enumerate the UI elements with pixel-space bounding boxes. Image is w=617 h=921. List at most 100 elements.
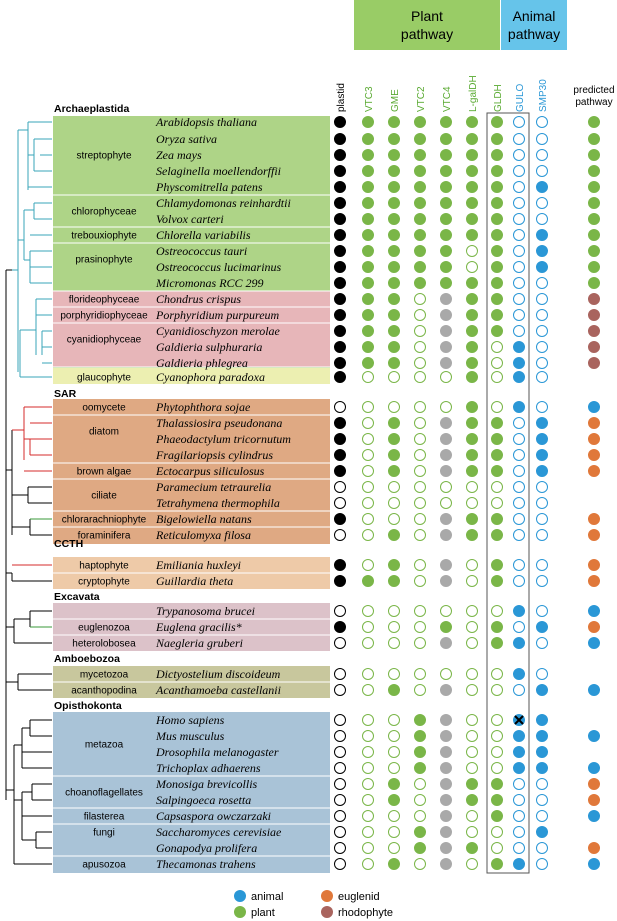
dot-smp30 [536, 637, 548, 649]
group-label: Opisthokonta [54, 700, 122, 712]
dot-gulo [513, 401, 525, 413]
species-label: Monosiga brevicollis [155, 777, 258, 791]
dot-smp30 [536, 810, 548, 822]
dot-gldh [491, 730, 503, 742]
dot-vtc3 [362, 668, 374, 680]
dot-plastid [334, 481, 346, 493]
dot-pred [588, 309, 600, 321]
dot-vtc3 [362, 858, 374, 870]
plant-pathway-title-2: pathway [401, 26, 453, 42]
dot-pred [588, 842, 600, 854]
dot-gldh [491, 794, 503, 806]
dot-smp30 [536, 762, 548, 774]
dot-gldh [491, 433, 503, 445]
dot-pred [588, 116, 600, 128]
dot-gldh [491, 605, 503, 617]
clade-label: streptophyte [76, 151, 131, 162]
group-label: SAR [54, 388, 77, 400]
dot-plastid [334, 116, 346, 128]
dot-vtc2 [414, 197, 426, 209]
dot-gme [388, 149, 400, 161]
dot-lgaldh [466, 309, 478, 321]
dot-vtc2 [414, 621, 426, 633]
clade-label: choanoflagellates [65, 788, 143, 799]
dot-vtc3 [362, 417, 374, 429]
dot-gulo [513, 371, 525, 383]
dot-gulo [513, 181, 525, 193]
dot-gldh [491, 133, 503, 145]
dot-lgaldh [466, 229, 478, 241]
group-label: CCTH [54, 538, 83, 550]
dot-vtc4 [440, 277, 452, 289]
dot-gme [388, 762, 400, 774]
species-label: Thecamonas trahens [156, 857, 256, 871]
dot-gulo [513, 309, 525, 321]
dot-gme [388, 325, 400, 337]
dot-gme [388, 116, 400, 128]
dot-vtc3 [362, 116, 374, 128]
dot-vtc2 [414, 668, 426, 680]
col-header-gulo: GULO [515, 83, 526, 112]
dot-vtc4 [440, 559, 452, 571]
dot-gme [388, 810, 400, 822]
dot-gldh [491, 116, 503, 128]
dot-gldh [491, 481, 503, 493]
dot-lgaldh [466, 605, 478, 617]
dot-gme [388, 826, 400, 838]
dot-vtc4 [440, 245, 452, 257]
dot-pred [588, 417, 600, 429]
dot-gldh [491, 529, 503, 541]
dot-lgaldh [466, 371, 478, 383]
dot-pred [588, 559, 600, 571]
species-label: Paramecium tetraurelia [155, 480, 271, 494]
dot-gldh [491, 637, 503, 649]
clade-label: trebouxiophyte [71, 231, 137, 242]
dot-lgaldh [466, 149, 478, 161]
dot-lgaldh [466, 213, 478, 225]
dot-vtc4 [440, 417, 452, 429]
dot-gldh [491, 858, 503, 870]
dot-lgaldh [466, 714, 478, 726]
species-label: Galdieria sulphuraria [156, 340, 262, 354]
dot-vtc3 [362, 559, 374, 571]
dot-pred [588, 513, 600, 525]
dot-gme [388, 714, 400, 726]
dot-lgaldh [466, 357, 478, 369]
dot-gme [388, 245, 400, 257]
dot-plastid [334, 245, 346, 257]
dot-gme [388, 401, 400, 413]
dot-vtc4 [440, 497, 452, 509]
dot-gme [388, 197, 400, 209]
dot-plastid [334, 197, 346, 209]
dot-vtc3 [362, 746, 374, 758]
dot-lgaldh [466, 261, 478, 273]
dot-vtc2 [414, 529, 426, 541]
dot-vtc4 [440, 449, 452, 461]
dot-gme [388, 165, 400, 177]
dot-gme [388, 277, 400, 289]
dot-gulo [513, 433, 525, 445]
dot-gulo [513, 277, 525, 289]
dot-vtc3 [362, 325, 374, 337]
dot-lgaldh [466, 746, 478, 758]
species-label: Trypanosoma brucei [156, 604, 255, 618]
dot-plastid [334, 637, 346, 649]
dot-vtc3 [362, 637, 374, 649]
dot-vtc3 [362, 181, 374, 193]
dot-vtc4 [440, 778, 452, 790]
animal-pathway-box [501, 0, 567, 50]
dot-smp30 [536, 826, 548, 838]
dot-smp30 [536, 529, 548, 541]
species-label: Salpingoeca rosetta [156, 793, 251, 807]
legend-rhodophyte-label: rhodophyte [338, 907, 393, 919]
dot-vtc3 [362, 778, 374, 790]
dot-vtc3 [362, 621, 374, 633]
dot-gldh [491, 842, 503, 854]
species-label: Chondrus crispus [156, 292, 241, 306]
dot-lgaldh [466, 730, 478, 742]
dot-gldh [491, 229, 503, 241]
dot-vtc2 [414, 433, 426, 445]
dot-gulo [513, 637, 525, 649]
species-label: Phaeodactylum tricornutum [155, 432, 291, 446]
dot-gldh [491, 621, 503, 633]
